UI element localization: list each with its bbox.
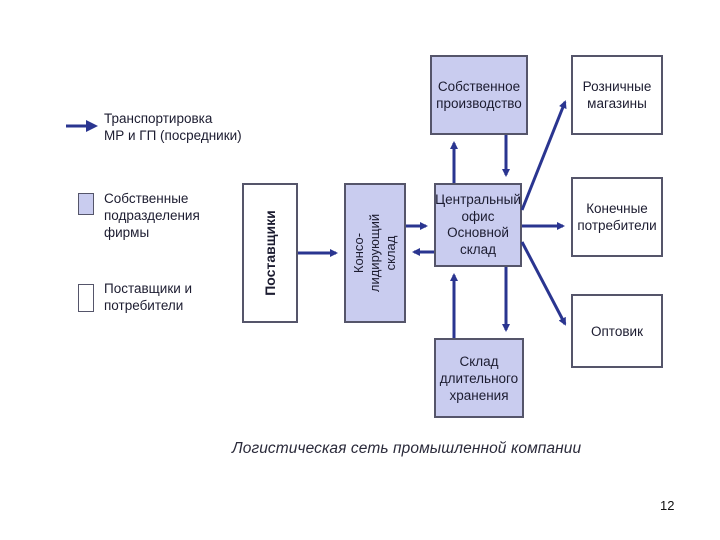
suppliers-box: Поставщики xyxy=(242,183,298,323)
diagram-caption: Логистическая сеть промышленной компании xyxy=(232,440,582,457)
legend-suppliers-consumers-label: Поставщики и потребители xyxy=(104,281,193,313)
legend-own-units-label: Собственные подразделения фирмы xyxy=(104,191,200,240)
end-consumers-box: Конечные потребители xyxy=(571,177,663,257)
consolidating-warehouse-box: Консо- лидирующий склад xyxy=(344,183,406,323)
legend-own-units-swatch xyxy=(78,193,94,215)
retail-stores-box: Розничные магазины xyxy=(571,55,663,135)
own-production-box: Собственное производство xyxy=(430,55,528,135)
arrow-central-to-wholesaler xyxy=(520,241,567,326)
wholesaler-box: Оптовик xyxy=(571,294,663,368)
page-number: 12 xyxy=(660,498,675,513)
central-office-box: Центральный офис Основной склад xyxy=(434,183,522,267)
legend-transport-label: Транспортировка МР и ГП (посредники) xyxy=(104,111,242,143)
legend-arrow-icon xyxy=(66,120,98,132)
arrow-central-to-retail xyxy=(520,100,567,211)
legend-suppliers-swatch xyxy=(78,284,94,312)
long-term-storage-box: Склад длительного хранения xyxy=(434,338,524,418)
